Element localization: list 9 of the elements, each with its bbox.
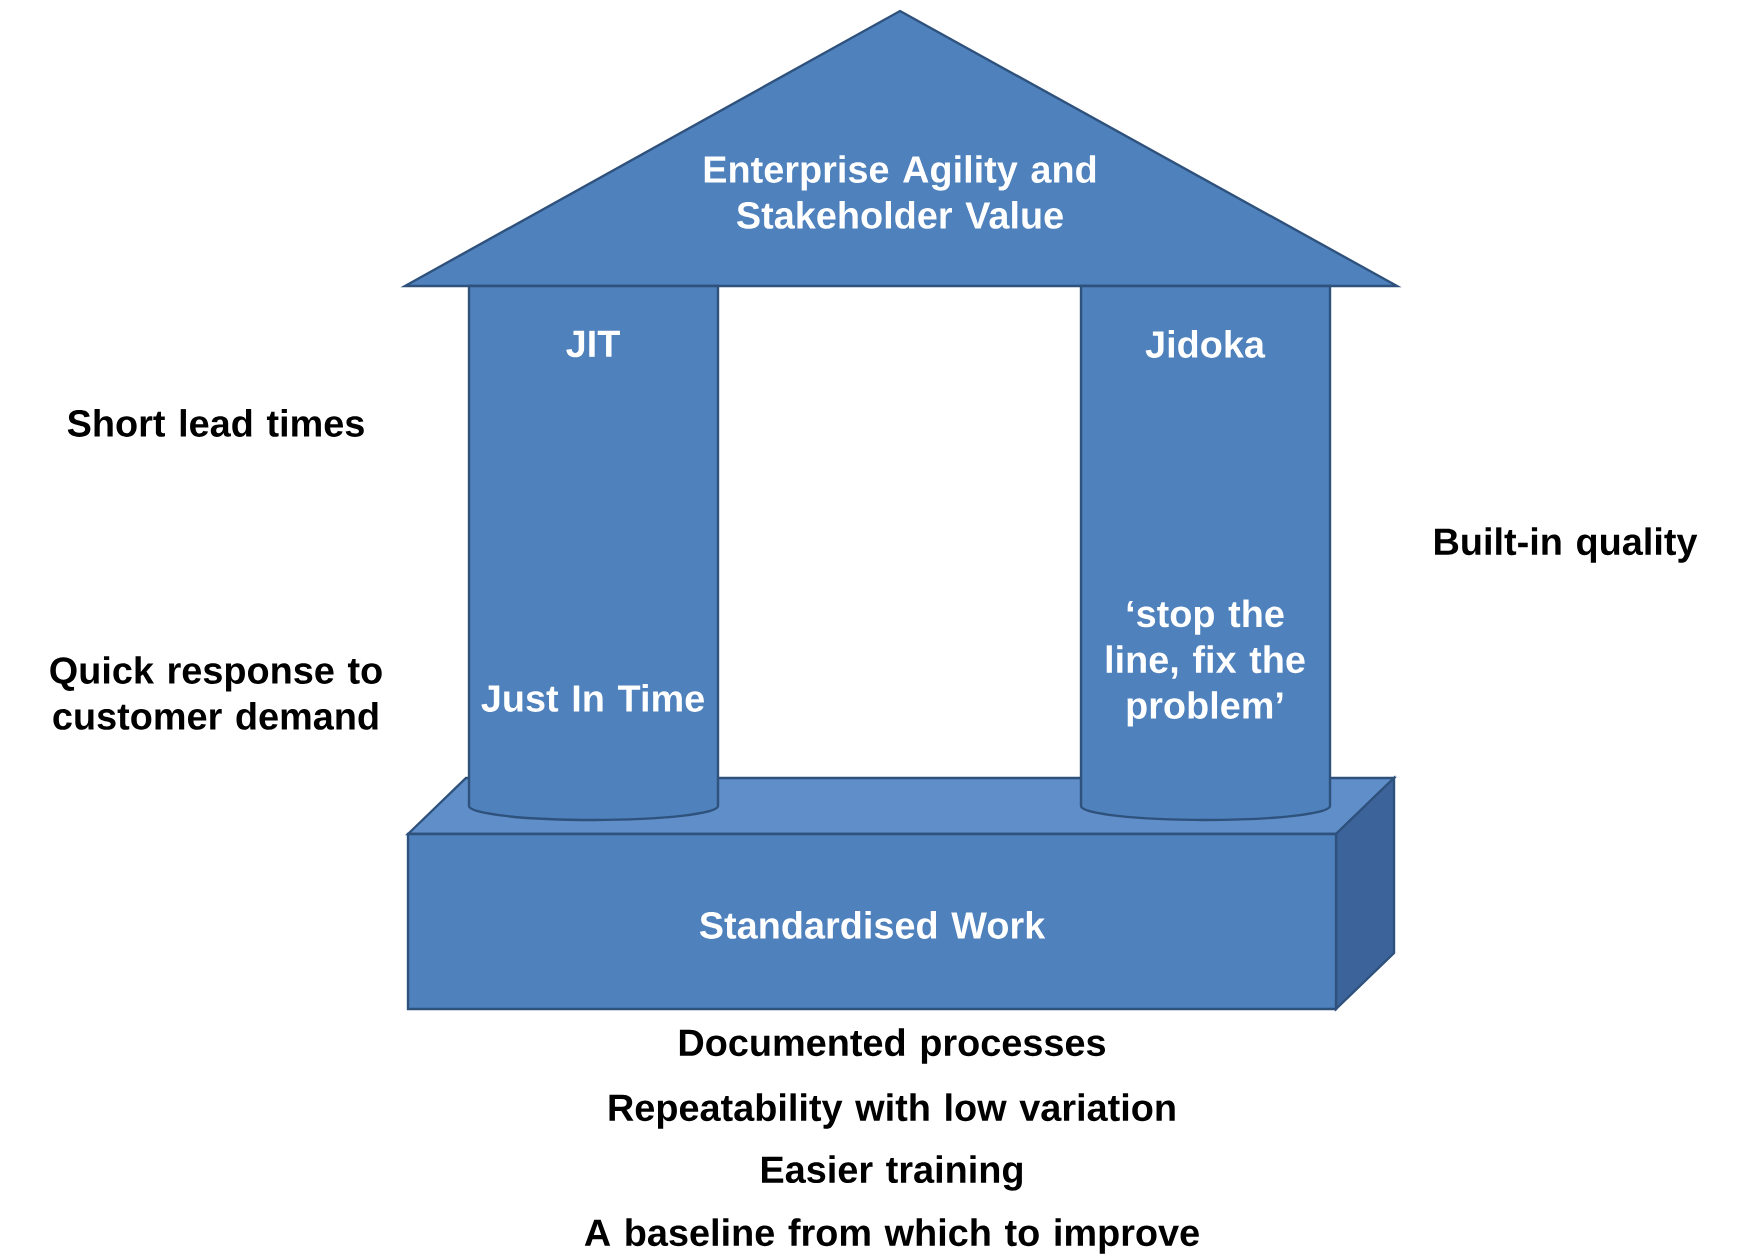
pillar-cylinder: Jidoka ‘stop the line, fix the problem’ [1079,284,1332,822]
side-note: Built-in quality [1435,527,1698,563]
side-note: Repeatability with low variation [609,1093,1175,1129]
side-note: Short lead times [67,409,364,437]
side-note: Documented processes [679,1028,1105,1064]
side-note: A baseline from which to improve [584,1218,1199,1254]
pillar-cylinder: JIT Just In Time [467,284,720,822]
side-note: Easier training [762,1155,1022,1191]
side-note: Quick response to customer demand [50,656,382,730]
